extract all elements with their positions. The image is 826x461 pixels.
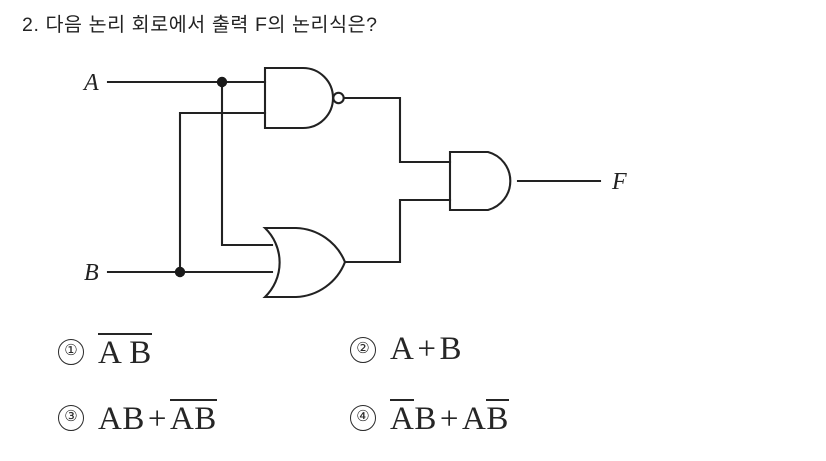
choice-marker-1: ① xyxy=(58,338,84,365)
choice-4-part-1: B xyxy=(414,401,437,437)
choice-expression-1: A B xyxy=(98,333,152,370)
or-gate-body xyxy=(262,226,347,299)
choice-4-part-3: A xyxy=(461,401,487,437)
choice-marker-3: ③ xyxy=(58,404,84,431)
input-a-label: A xyxy=(82,70,99,96)
choice-3-part-0: AB xyxy=(98,401,145,437)
answer-choice-2[interactable]: ② A + B xyxy=(350,333,462,366)
question-text: 2. 다음 논리 회로에서 출력 F의 논리식은? xyxy=(22,14,378,36)
answer-choice-4[interactable]: ④ A B + A B xyxy=(350,399,509,436)
wire-or-to-and xyxy=(343,198,452,264)
answer-choice-1[interactable]: ① A B xyxy=(58,333,152,370)
choice-2-part-1: + xyxy=(417,331,437,367)
choice-expression-4: A B + A B xyxy=(390,399,509,436)
choice-4-part-4: B xyxy=(486,399,509,437)
choice-expression-3: AB + AB xyxy=(98,399,217,436)
choice-3-part-1: + xyxy=(147,401,167,437)
choice-3-part-2: AB xyxy=(169,399,217,437)
input-b-label: B xyxy=(84,260,99,286)
choice-1-part-0: A B xyxy=(98,333,152,371)
wire-b-to-nand xyxy=(178,111,267,274)
output-f-label: F xyxy=(611,169,627,195)
answer-choice-list: ① A B ② A + B ③ AB + AB ④ A B + A B xyxy=(0,325,826,461)
logic-circuit-diagram: A B F xyxy=(0,40,700,320)
choice-marker-2: ② xyxy=(350,336,376,363)
choice-4-part-2: + xyxy=(439,401,459,437)
answer-choice-3[interactable]: ③ AB + AB xyxy=(58,399,217,436)
nand-gate-body xyxy=(263,66,334,130)
choice-2-part-2: B xyxy=(439,331,462,367)
choice-2-part-0: A xyxy=(390,331,415,367)
wire-a-to-or xyxy=(220,80,274,247)
nand-bubble-icon xyxy=(332,91,345,105)
wire-nand-to-and xyxy=(342,96,452,164)
choice-marker-4: ④ xyxy=(350,404,376,431)
and-gate-body xyxy=(448,150,512,212)
choice-expression-2: A + B xyxy=(390,333,462,366)
junction-dot-b xyxy=(174,266,186,278)
junction-dot-a xyxy=(216,76,228,88)
choice-4-part-0: A xyxy=(390,399,415,437)
